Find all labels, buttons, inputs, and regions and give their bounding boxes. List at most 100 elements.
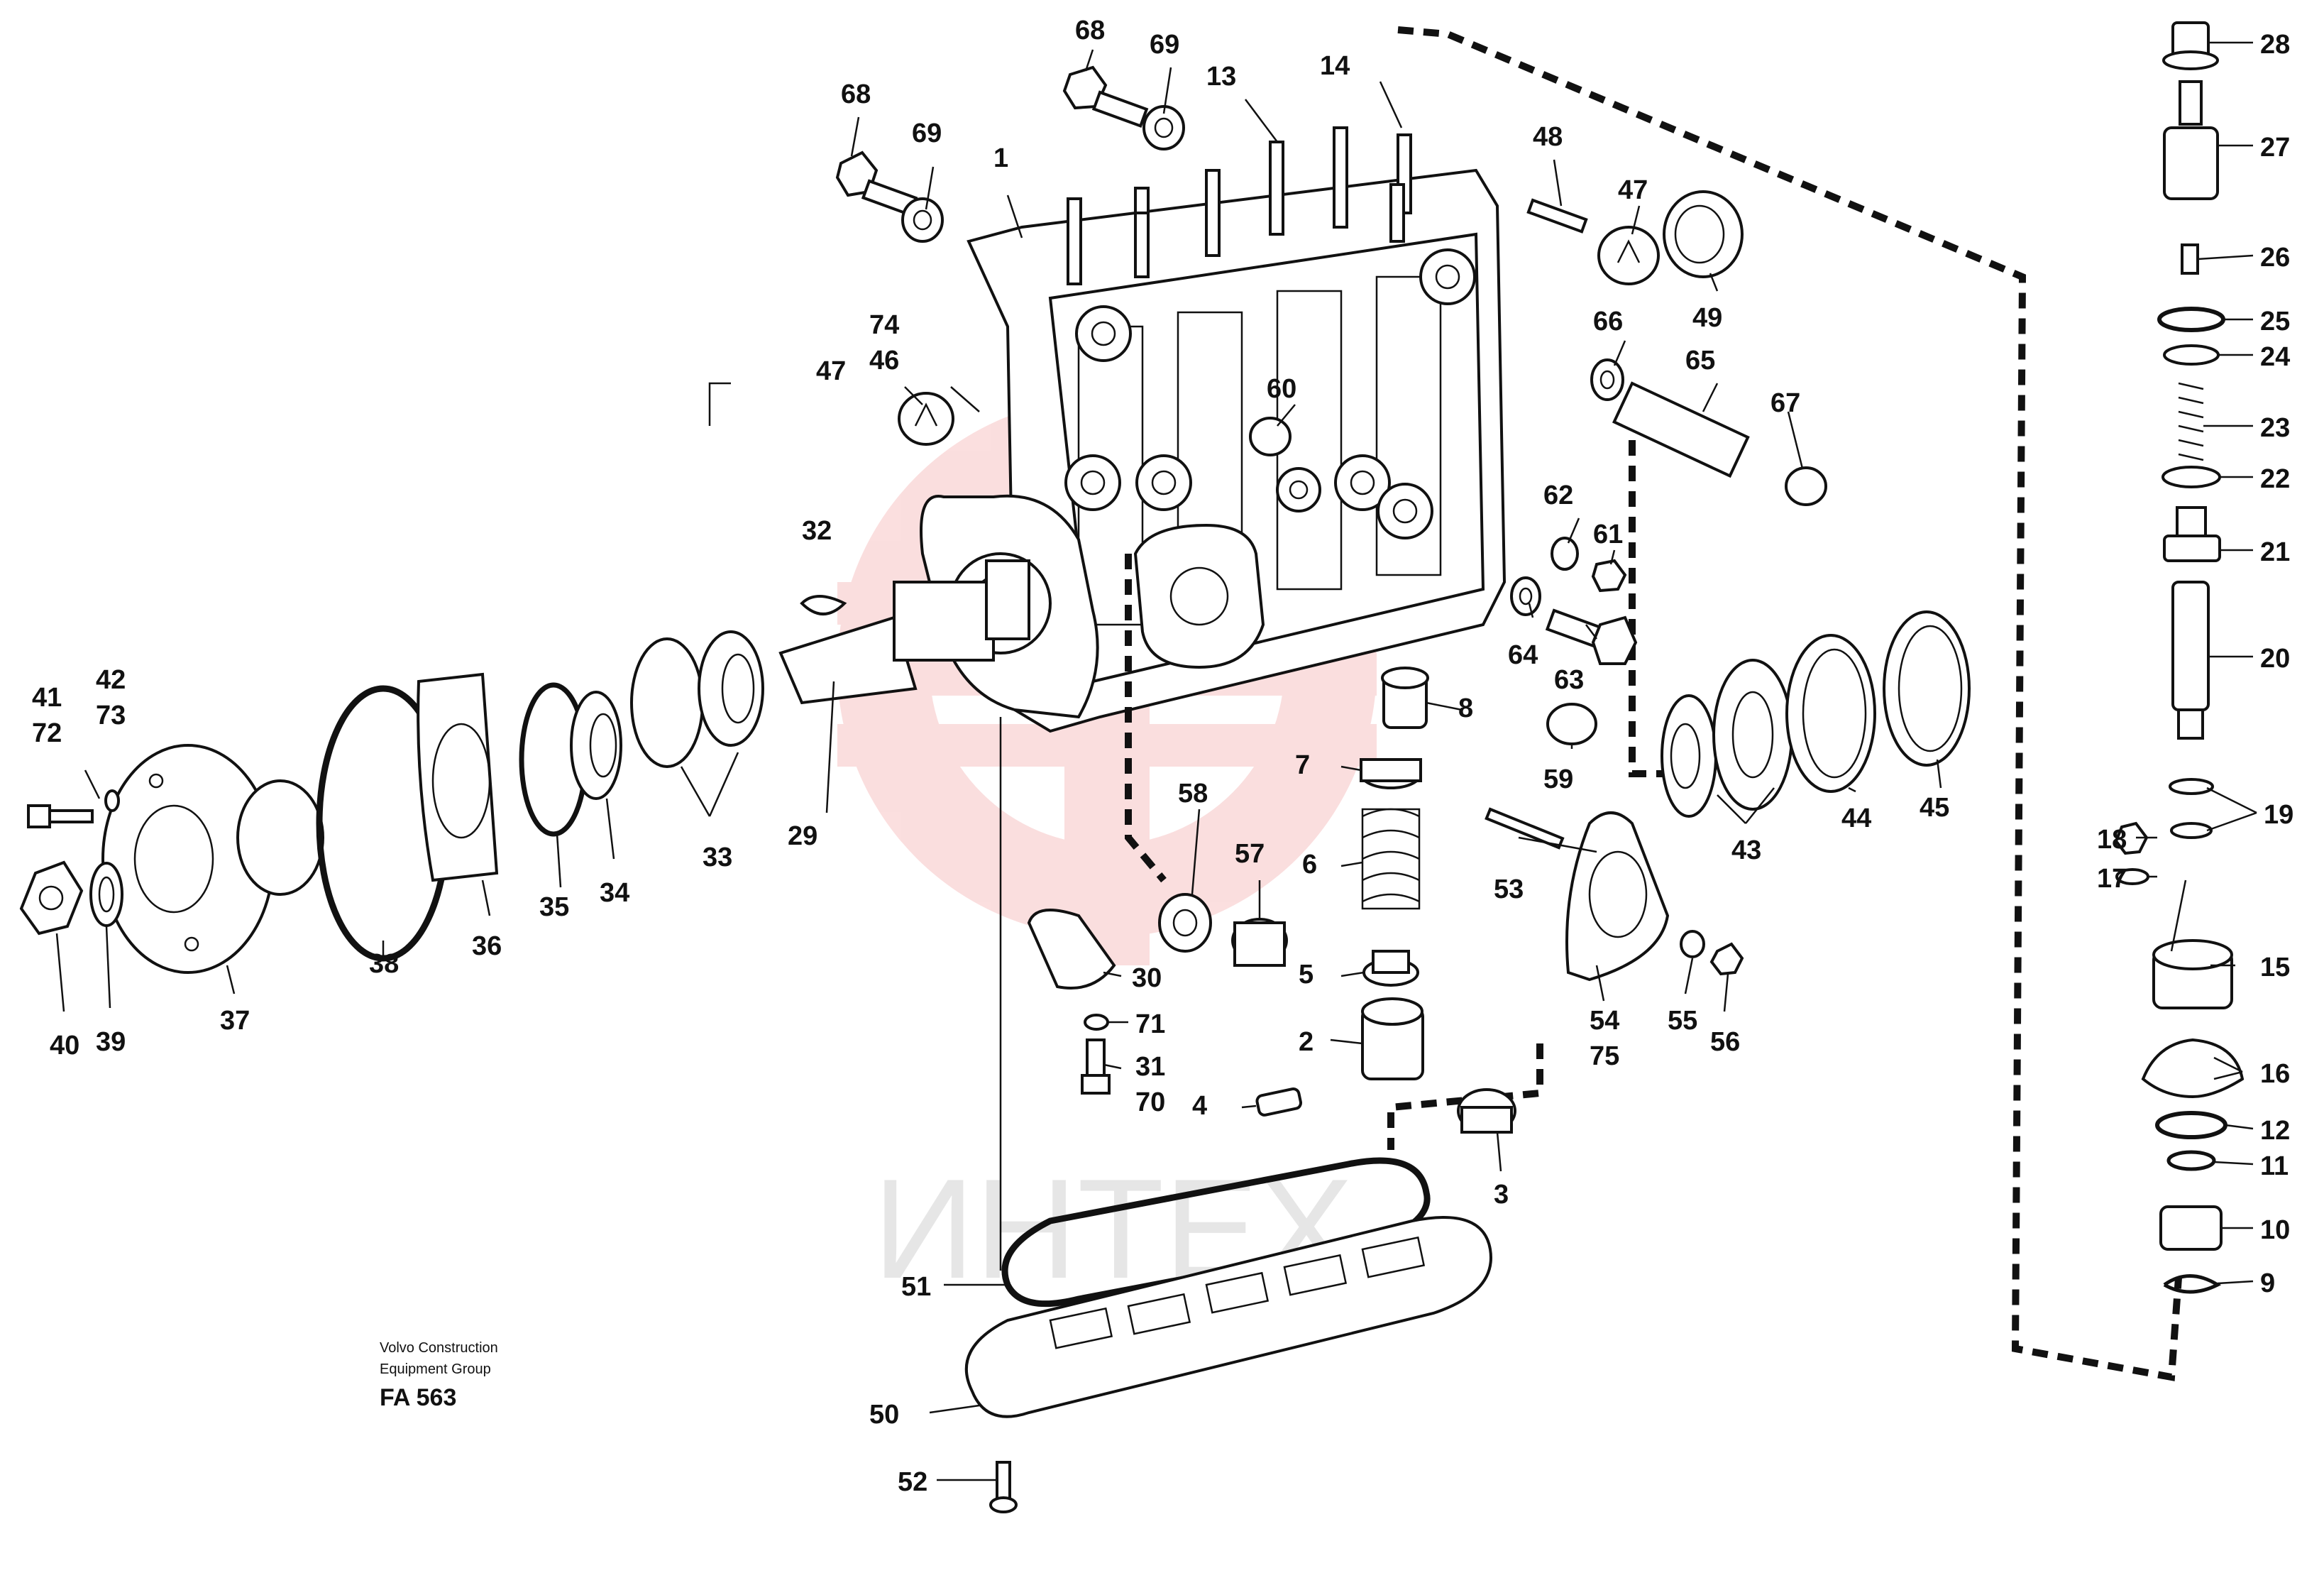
assembly-dashed-lines — [1125, 26, 2182, 1381]
label-68a: 68 — [841, 80, 871, 109]
spring-seat-5 — [1362, 950, 1419, 987]
label-36: 36 — [472, 931, 502, 961]
washer-66 — [1590, 358, 1624, 401]
stud-53 — [1485, 807, 1565, 850]
label-75: 75 — [1590, 1041, 1619, 1071]
seal-34 — [570, 691, 622, 800]
label-71: 71 — [1135, 1009, 1165, 1039]
label-37: 37 — [220, 1006, 250, 1036]
label-13: 13 — [1206, 62, 1236, 92]
drive-coupling-37 — [101, 744, 324, 974]
washer-55 — [1680, 930, 1705, 958]
bearing-33 — [630, 630, 764, 768]
flange-36 — [417, 672, 499, 882]
label-39: 39 — [96, 1027, 126, 1057]
leader-lines — [55, 41, 2257, 1481]
cup-8 — [1381, 667, 1429, 729]
tappet-2 — [1361, 997, 1424, 1080]
label-55: 55 — [1668, 1006, 1697, 1036]
label-27: 27 — [2260, 133, 2290, 163]
nut-56 — [1709, 942, 1744, 976]
washer-69b — [1142, 105, 1185, 150]
label-29: 29 — [788, 821, 817, 851]
label-31: 31 — [1135, 1052, 1165, 1082]
label-18: 18 — [2097, 825, 2127, 855]
label-56: 56 — [1710, 1027, 1740, 1057]
label-28: 28 — [2260, 30, 2290, 60]
label-67: 67 — [1770, 388, 1800, 418]
washer-62 — [1551, 537, 1579, 571]
label-7: 7 — [1295, 750, 1310, 780]
label-4: 4 — [1192, 1091, 1207, 1121]
label-5: 5 — [1299, 960, 1314, 990]
label-47a: 47 — [816, 356, 846, 386]
label-46: 46 — [869, 346, 899, 376]
washer-58 — [1158, 893, 1212, 953]
label-21: 21 — [2260, 537, 2290, 567]
label-43: 43 — [1731, 835, 1761, 865]
camshaft-29 — [778, 559, 1030, 705]
bolt-68b — [1062, 65, 1149, 128]
label-65: 65 — [1685, 346, 1715, 376]
plug-60 — [1249, 417, 1292, 456]
nut-40 — [19, 860, 84, 936]
label-17: 17 — [2097, 864, 2127, 894]
label-45: 45 — [1920, 793, 1949, 823]
label-51: 51 — [901, 1272, 931, 1302]
label-69a: 69 — [912, 119, 942, 148]
pin-4 — [1255, 1087, 1303, 1117]
label-54: 54 — [1590, 1006, 1619, 1036]
label-64: 64 — [1508, 640, 1538, 670]
label-66: 66 — [1593, 307, 1623, 336]
spring-seat-7 — [1360, 758, 1422, 789]
label-50: 50 — [869, 1400, 899, 1430]
plug-57 — [1231, 918, 1288, 967]
part-labels: 1 68 69 68 69 13 14 74 46 47 48 47 49 66… — [32, 16, 2293, 1497]
label-26: 26 — [2260, 243, 2290, 273]
screw-41 — [27, 789, 120, 828]
label-68b: 68 — [1075, 16, 1105, 45]
label-15: 15 — [2260, 953, 2290, 982]
label-49: 49 — [1692, 303, 1722, 333]
screw-31 — [1081, 1038, 1111, 1095]
label-73: 73 — [96, 701, 126, 730]
caption-line-1: Volvo Construction — [380, 1340, 498, 1356]
label-22: 22 — [2260, 464, 2290, 494]
screw-61 — [1591, 559, 1627, 593]
gasket-51 — [1001, 1157, 1431, 1308]
screw-52 — [989, 1461, 1018, 1513]
label-60: 60 — [1267, 374, 1296, 404]
label-16: 16 — [2260, 1059, 2290, 1089]
label-69b: 69 — [1150, 30, 1179, 60]
diagram-caption: Volvo Construction Equipment Group FA 56… — [380, 1340, 498, 1411]
label-72: 72 — [32, 718, 62, 748]
label-2: 2 — [1299, 1027, 1314, 1057]
washer-69a — [901, 197, 944, 243]
label-41: 41 — [32, 683, 62, 713]
label-10: 10 — [2260, 1215, 2290, 1245]
label-61: 61 — [1593, 520, 1623, 549]
label-35: 35 — [539, 892, 569, 922]
bolt-68a — [835, 150, 918, 217]
caption-code: FA 563 — [380, 1384, 456, 1411]
label-23: 23 — [2260, 413, 2290, 443]
washer-39 — [89, 862, 123, 927]
label-70: 70 — [1135, 1087, 1165, 1117]
label-40: 40 — [50, 1031, 79, 1060]
label-42: 42 — [96, 665, 126, 695]
bearing-43 — [1661, 659, 1793, 818]
plug-59 — [1546, 703, 1597, 745]
label-58: 58 — [1178, 779, 1208, 809]
spring-6 — [1361, 808, 1421, 910]
roller-3 — [1457, 1088, 1516, 1134]
label-57: 57 — [1235, 839, 1265, 869]
pin-48 — [1526, 198, 1588, 234]
ring-45 — [1883, 610, 1971, 767]
label-59: 59 — [1543, 764, 1573, 794]
label-20: 20 — [2260, 644, 2290, 674]
pump-housing — [920, 126, 1507, 733]
label-11: 11 — [2260, 1151, 2289, 1181]
label-14: 14 — [1320, 51, 1350, 81]
label-1: 1 — [993, 143, 1008, 173]
label-48: 48 — [1533, 122, 1563, 152]
